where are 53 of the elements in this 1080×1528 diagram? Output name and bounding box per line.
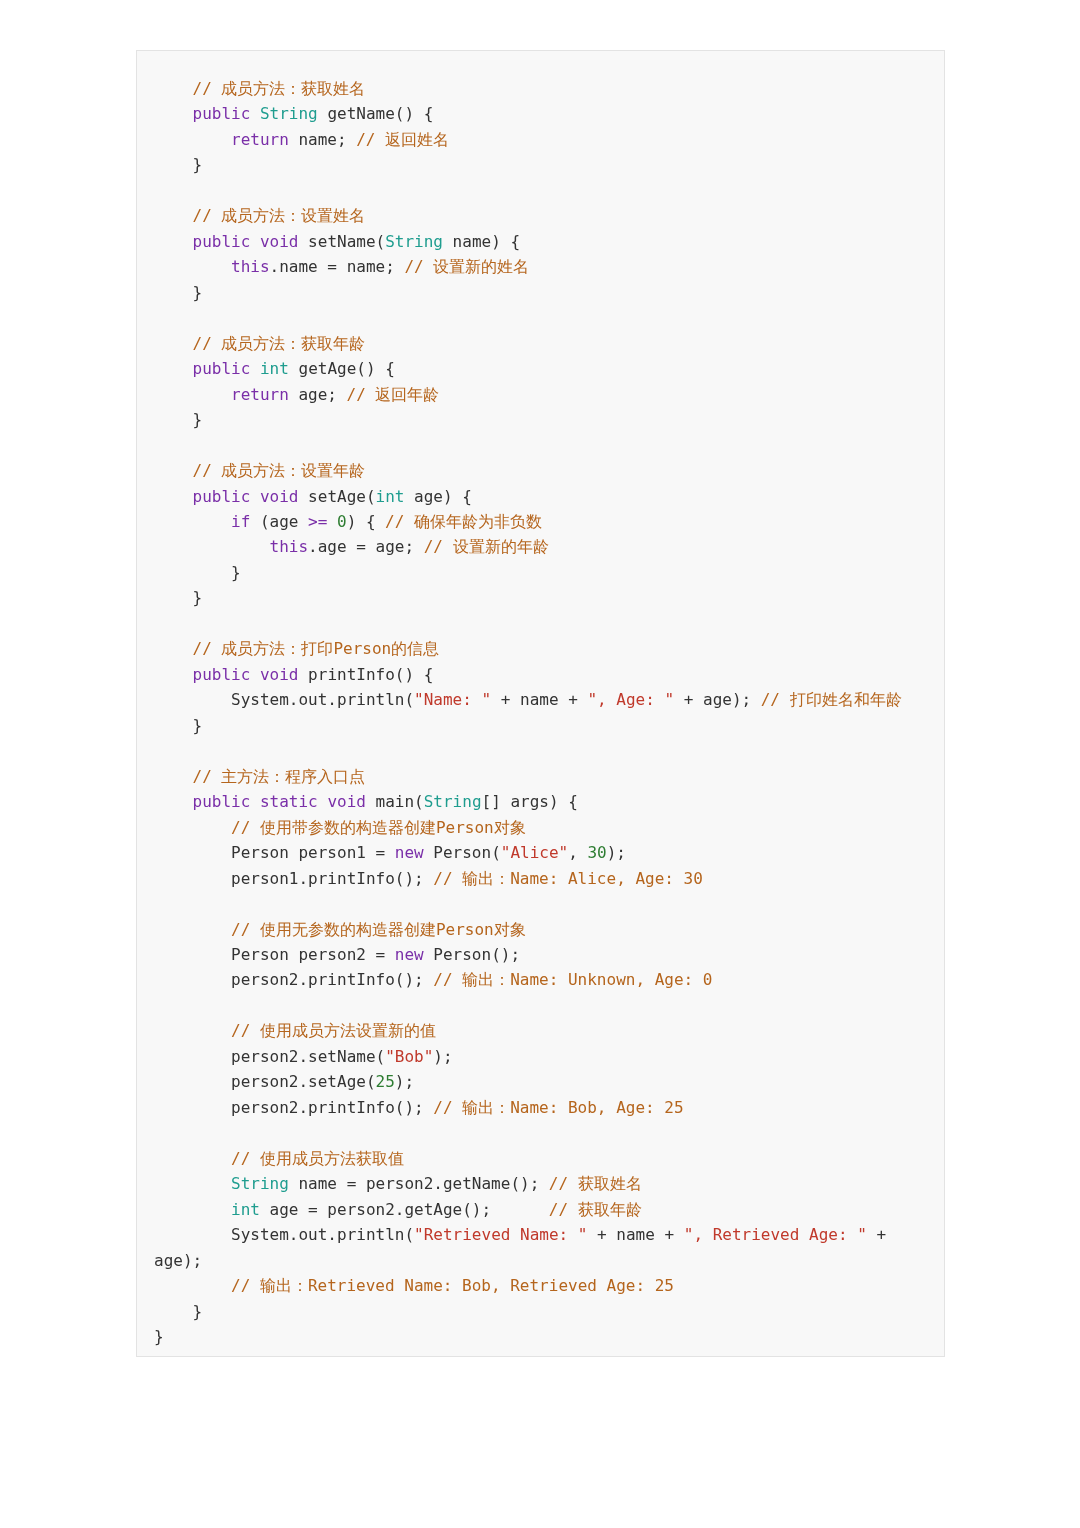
code-comment: // 设置新的姓名	[404, 256, 530, 279]
code-line: public void setName(String name) {	[192, 230, 521, 253]
code-comment: // 成员方法：打印Person的信息	[192, 638, 440, 661]
code-comment: // 输出：Name: Unknown, Age: 0	[433, 969, 713, 992]
code-line: person2.setName("Bob");	[231, 1045, 453, 1068]
code-comment: // 输出：Name: Alice, Age: 30	[433, 867, 703, 890]
code-line: String name = person2.getName();	[231, 1173, 540, 1196]
code-comment: // 使用成员方法设置新的值	[231, 1020, 436, 1043]
code-comment: // 打印姓名和年龄	[760, 689, 902, 712]
code-comment: // 使用带参数的构造器创建Person对象	[231, 816, 526, 839]
code-comment: // 获取年龄	[548, 1198, 642, 1221]
code-comment: // 设置新的年龄	[423, 536, 549, 559]
code-line: if (age >= 0) {	[231, 511, 376, 533]
code-comment: // 使用成员方法获取值	[231, 1147, 404, 1170]
code-line: System.out.println("Name: " + name + ", Age: " + age);	[231, 689, 752, 712]
code-line: }	[231, 561, 241, 584]
code-line: }	[192, 409, 203, 432]
code-line: }	[192, 154, 203, 177]
code-comment: // 输出：Retrieved Name: Bob, Retrieved Age: 25	[231, 1275, 674, 1298]
code-comment: // 成员方法：获取姓名	[192, 78, 366, 100]
code-line: }	[192, 587, 203, 610]
code-line: }	[192, 281, 203, 304]
code-line: return name;	[231, 128, 347, 151]
code-line: person2.printInfo();	[231, 969, 424, 992]
code-line: person2.printInfo();	[231, 1096, 424, 1119]
code-comment: // 主方法：程序入口点	[192, 765, 366, 788]
code-line: int age = person2.getAge();	[231, 1198, 492, 1221]
code-line: public static void main(String[] args) {	[192, 791, 578, 814]
code-comment: // 使用无参数的构造器创建Person对象	[231, 918, 526, 941]
code-line: }	[192, 714, 203, 737]
code-comment: // 输出：Name: Bob, Age: 25	[433, 1096, 684, 1119]
code-line: this.name = name;	[231, 256, 395, 279]
code-line: public void setAge(int age) {	[192, 485, 472, 508]
code-comment: // 成员方法：设置年龄	[192, 460, 366, 483]
code-comment: // 确保年龄为非负数	[385, 511, 542, 533]
code-line: age);	[154, 1249, 203, 1272]
code-line: }	[192, 1300, 203, 1323]
code-line: System.out.println("Retrieved Name: " + name + ", Retrieved Age: " +	[231, 1224, 887, 1247]
code-line: Person person1 = new Person("Alice", 30);	[231, 842, 626, 865]
code-comment: // 返回姓名	[356, 128, 450, 151]
code-line: public String getName() {	[192, 103, 434, 126]
code-line: }	[154, 1326, 164, 1348]
code-line: public int getAge() {	[192, 358, 395, 381]
code-comment: // 成员方法：获取年龄	[192, 332, 366, 355]
code-comment: // 返回年龄	[346, 383, 440, 406]
code-line: return age;	[231, 383, 337, 406]
code-line: person1.printInfo();	[231, 867, 424, 890]
code-line: public void printInfo() {	[192, 663, 434, 686]
code-line: person2.setAge(25);	[231, 1071, 415, 1094]
code-line: this.age = age;	[269, 536, 415, 559]
code-comment: // 获取姓名	[548, 1173, 642, 1196]
code-line: Person person2 = new Person();	[231, 943, 521, 966]
code-comment: // 成员方法：设置姓名	[192, 205, 366, 228]
